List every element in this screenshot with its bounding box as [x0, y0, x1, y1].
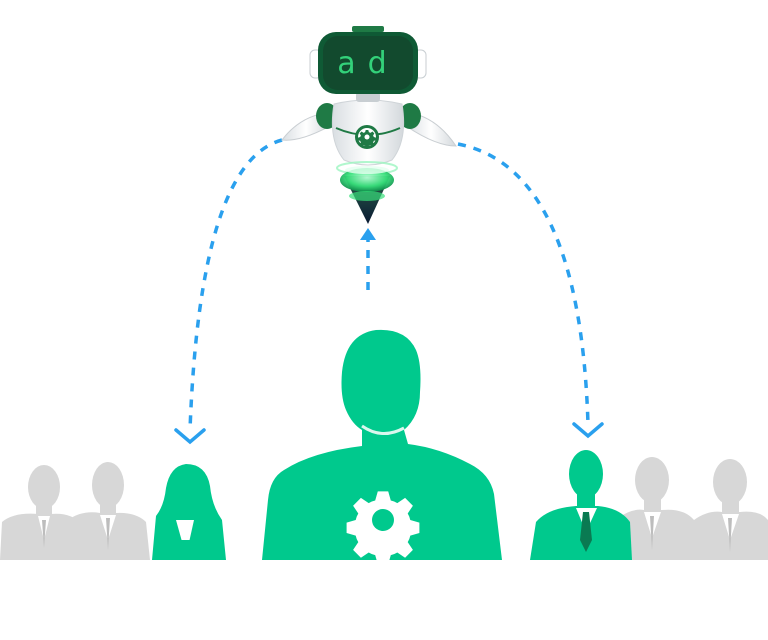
gear-icon — [346, 491, 420, 565]
arrow-robot-to-right-person — [457, 142, 604, 439]
center-person — [262, 329, 502, 565]
left-person — [152, 464, 226, 560]
robot-visor-text: ad — [337, 46, 398, 81]
background-person-left-2 — [64, 462, 150, 560]
robot: ad — [281, 26, 457, 224]
robot-jet-glow — [340, 168, 394, 192]
background-person-right-1 — [612, 457, 700, 560]
arrow-robot-to-left-person — [174, 138, 283, 445]
gear-icon — [355, 125, 379, 149]
background-person-left-1 — [0, 465, 86, 560]
background-person-right-2 — [690, 459, 768, 560]
right-person — [530, 450, 632, 560]
arrow-center-to-robot — [360, 228, 376, 290]
